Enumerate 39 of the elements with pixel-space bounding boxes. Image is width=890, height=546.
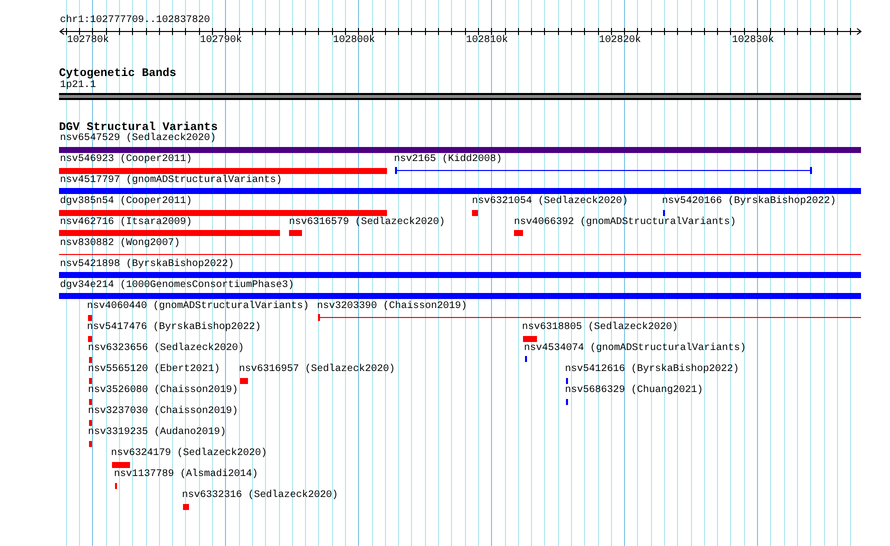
coordinate-range-label: chr1:102777709..102837820	[60, 15, 210, 26]
feature-label: nsv3319235 (Audano2019)	[88, 427, 226, 438]
axis-tick-label: 102780k	[67, 35, 110, 46]
track-title: DGV Structural Variants	[59, 121, 218, 134]
feature-label: nsv6547529 (Sedlazeck2020)	[60, 133, 216, 144]
feature-label: nsv6316957 (Sedlazeck2020)	[239, 364, 396, 375]
feature-label: 1p21.1	[60, 80, 96, 91]
feature-label: nsv6318805 (Sedlazeck2020)	[522, 322, 678, 333]
feature-label: nsv6316579 (Sedlazeck2020)	[289, 217, 446, 228]
feature-label: nsv5686329 (Chuang2021)	[565, 385, 704, 396]
axis-tick-label: 102790k	[200, 35, 242, 46]
feature-label: nsv830882 (Wong2007)	[60, 238, 180, 249]
feature-label: dgv34e214 (1000GenomesConsortiumPhase3)	[60, 280, 294, 291]
axis-tick-label: 102800k	[333, 35, 376, 46]
feature-label: nsv3526080 (Chaisson2019)	[88, 385, 238, 396]
feature-label: nsv5417476 (ByrskaBishop2022)	[87, 322, 262, 333]
feature-label: nsv5420166 (ByrskaBishop2022)	[662, 196, 836, 207]
axis-tick-label: 102820k	[599, 35, 642, 46]
feature-label: nsv1137789 (Alsmadi2014)	[114, 469, 258, 480]
feature-label: nsv5565120 (Ebert2021)	[88, 364, 220, 375]
feature-label: nsv6332316 (Sedlazeck2020)	[182, 490, 338, 501]
feature-label: nsv4534074 (gnomADStructuralVariants)	[524, 343, 746, 354]
feature-label: nsv5421898 (ByrskaBishop2022)	[60, 259, 234, 270]
feature-label: nsv4060440 (gnomADStructuralVariants)	[87, 301, 310, 312]
feature-label: dgv385n54 (Cooper2011)	[60, 196, 192, 207]
feature-label: nsv6323656 (Sedlazeck2020)	[88, 343, 244, 354]
feature-label: nsv2165 (Kidd2008)	[394, 154, 502, 165]
feature-label: nsv3237030 (Chaisson2019)	[88, 406, 238, 417]
feature-label: nsv5412616 (ByrskaBishop2022)	[565, 364, 740, 375]
axis-tick-label: 102830k	[732, 35, 774, 46]
axis-tick-label: 102810k	[466, 35, 508, 46]
feature-label: nsv546923 (Cooper2011)	[60, 154, 192, 165]
feature-label: nsv6324179 (Sedlazeck2020)	[111, 448, 268, 459]
feature-label: nsv6321054 (Sedlazeck2020)	[472, 196, 628, 207]
track-title: Cytogenetic Bands	[59, 67, 176, 80]
feature-label: nsv462716 (Itsara2009)	[60, 217, 192, 228]
feature-label: nsv4066392 (gnomADStructuralVariants)	[514, 217, 736, 228]
feature-label: nsv4517797 (gnomADStructuralVariants)	[60, 175, 282, 186]
feature-label: nsv3203390 (Chaisson2019)	[317, 301, 468, 312]
